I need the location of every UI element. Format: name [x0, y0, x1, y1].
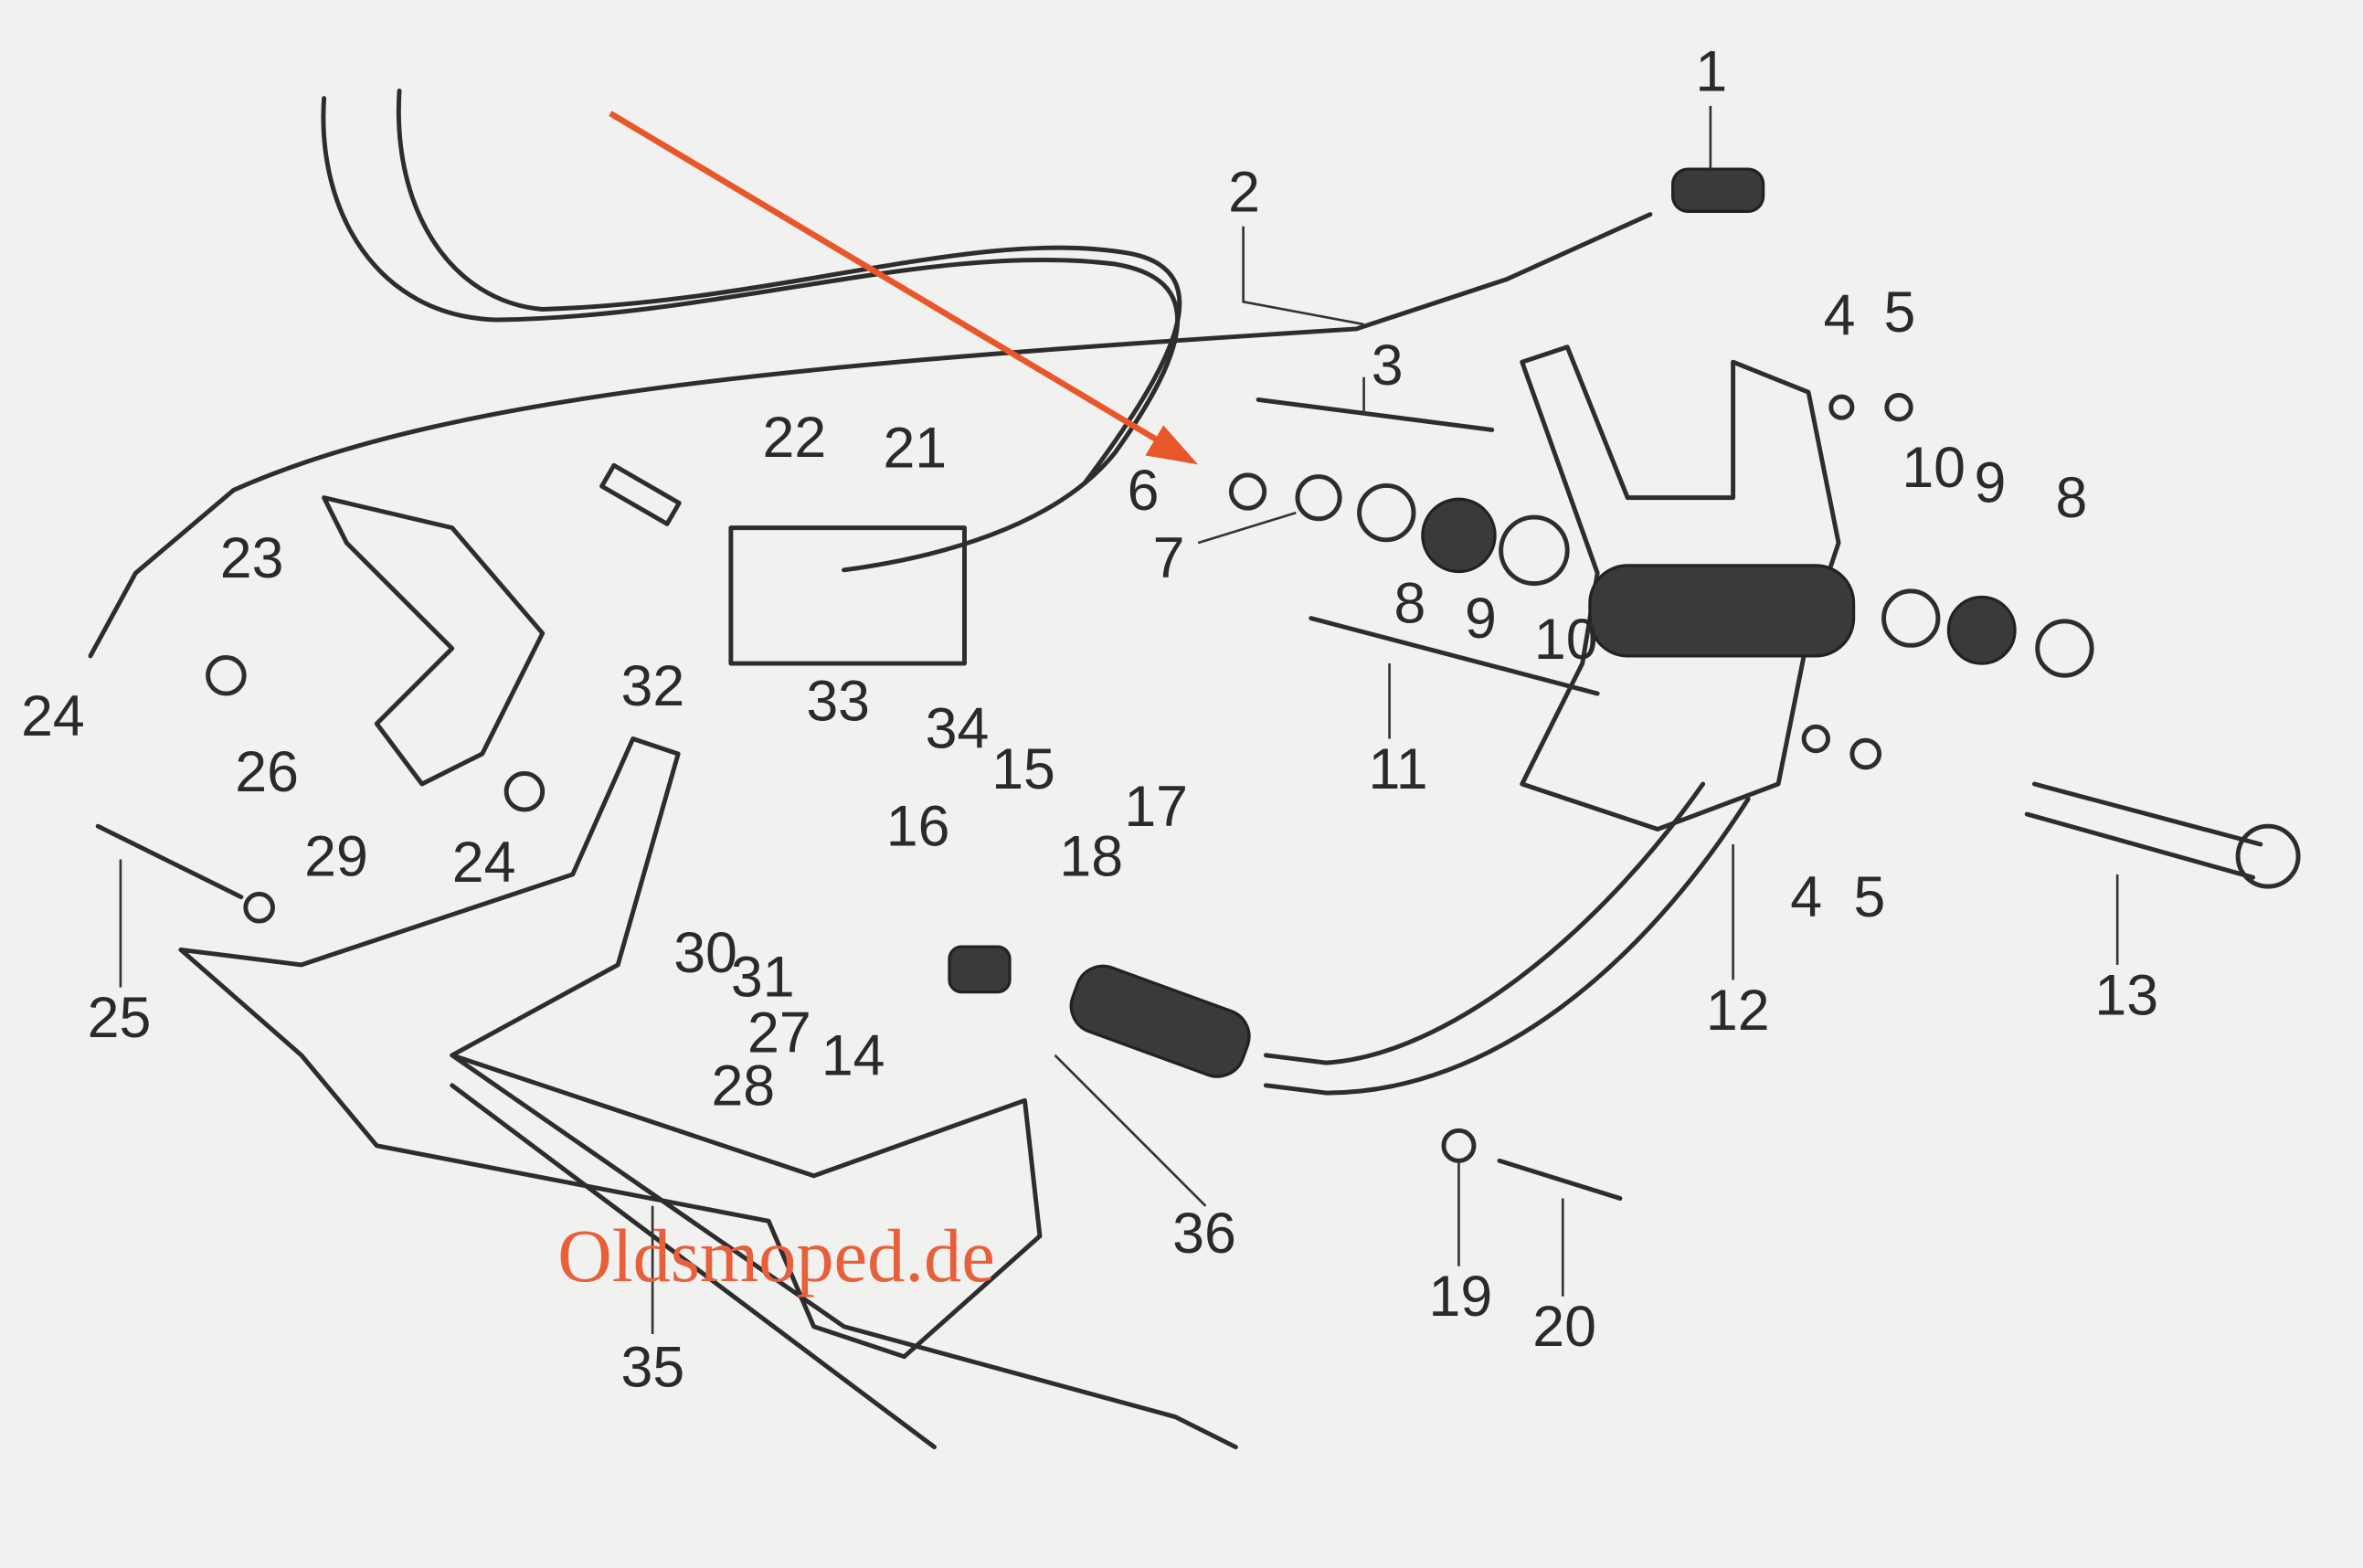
cable-lower — [396, 88, 1182, 485]
part-label-10: 10 — [1534, 608, 1598, 672]
footrest-rail — [450, 1053, 1238, 1450]
part-label-15: 15 — [991, 737, 1055, 801]
part-label-10: 10 — [1902, 436, 1966, 500]
part-label-8: 8 — [1394, 572, 1426, 636]
part-label-5: 5 — [1884, 281, 1916, 344]
part-label-9: 9 — [1465, 587, 1497, 651]
cable-2 — [231, 277, 1510, 493]
part-label-4: 4 — [1824, 284, 1856, 348]
brake-pedal-23 — [322, 495, 546, 787]
pin-13-head — [2235, 823, 2301, 889]
part-label-18: 18 — [1059, 825, 1123, 889]
part-label-35: 35 — [620, 1336, 684, 1400]
part-label-26: 26 — [235, 740, 299, 804]
part-label-23: 23 — [220, 526, 284, 590]
part-label-11: 11 — [1369, 737, 1428, 801]
part-label-5: 5 — [1854, 865, 1886, 929]
part-label-17: 17 — [1124, 775, 1188, 839]
part-label-14: 14 — [821, 1023, 885, 1087]
box-21 — [728, 525, 967, 666]
threaded-end — [1504, 212, 1653, 281]
leader-lines — [119, 105, 2119, 1334]
link-36 — [1069, 964, 1251, 1078]
part-label-33: 33 — [806, 670, 870, 734]
part-label-28: 28 — [711, 1054, 775, 1118]
cable-end-left — [88, 487, 237, 659]
part-label-22: 22 — [763, 406, 827, 470]
bolt-3 — [1256, 397, 1495, 432]
part-label-30: 30 — [673, 921, 737, 985]
watermark: Oldsmoped.de — [557, 1214, 995, 1298]
part-label-2: 2 — [1228, 160, 1260, 224]
part-label-20: 20 — [1532, 1295, 1596, 1359]
part-label-4: 4 — [1790, 865, 1822, 929]
part-label-19: 19 — [1428, 1265, 1492, 1329]
part-label-21: 21 — [883, 417, 947, 481]
annotation-arrow — [609, 111, 1199, 465]
part-label-25: 25 — [88, 986, 152, 1050]
pedal-bar-inner — [1263, 797, 1751, 1096]
washers — [206, 393, 2094, 1163]
bracket-35 — [178, 736, 1043, 1360]
part-label-31: 31 — [731, 946, 795, 1010]
part-label-8: 8 — [2056, 466, 2088, 530]
part-label-1: 1 — [1695, 39, 1727, 103]
spring-22 — [599, 462, 682, 526]
part-label-9: 9 — [1974, 451, 2006, 515]
part-label-32: 32 — [620, 654, 684, 718]
cable-upper — [321, 96, 1180, 573]
part-label-27: 27 — [747, 1001, 811, 1065]
part-label-13: 13 — [2094, 963, 2158, 1027]
bolt-25 — [95, 823, 244, 900]
diagram-drawing — [88, 88, 2301, 1450]
pin-13 — [2024, 781, 2263, 880]
bolt-20 — [1497, 1158, 1623, 1202]
part-label-16: 16 — [886, 795, 950, 859]
part-label-36: 36 — [1172, 1202, 1236, 1266]
bolt-11 — [1309, 616, 1600, 696]
part-label-6: 6 — [1128, 459, 1160, 523]
pivot-tube — [1588, 564, 1856, 658]
pedal-bar — [1263, 781, 1706, 1065]
part-1-sleeve — [1671, 167, 1765, 213]
part-label-34: 34 — [926, 696, 990, 760]
part-label-3: 3 — [1372, 334, 1404, 397]
part-label-29: 29 — [304, 825, 368, 889]
adjuster-18 — [948, 945, 1012, 994]
circlip-6 — [1228, 472, 1267, 511]
part-label-24: 24 — [21, 684, 85, 748]
part-label-7: 7 — [1153, 526, 1185, 590]
part-label-12: 12 — [1706, 979, 1770, 1043]
part-label-24: 24 — [452, 831, 516, 895]
